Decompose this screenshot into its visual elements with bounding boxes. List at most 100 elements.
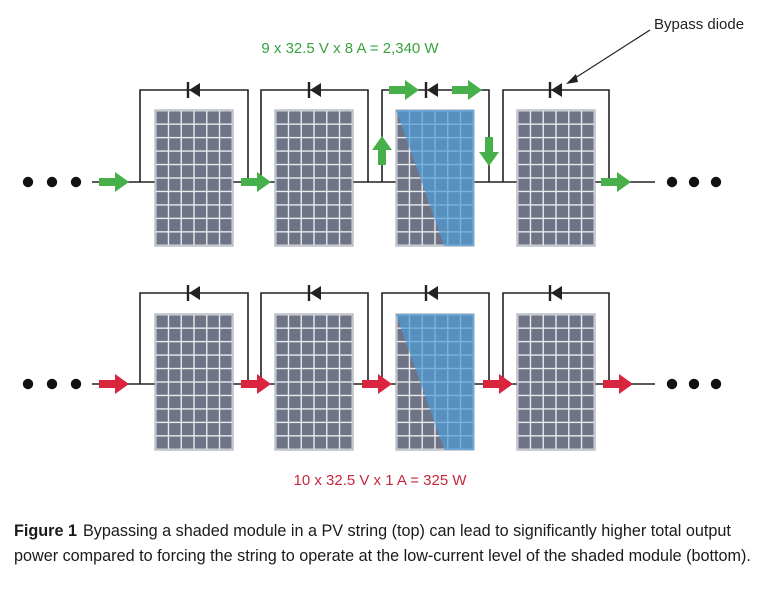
solar-cell [156,369,168,382]
solar-cell [276,232,288,245]
solar-cell [301,124,314,137]
solar-cell [194,151,207,164]
solar-cell [327,219,339,232]
solar-cell [531,178,543,191]
solar-cell [194,423,207,436]
solar-cell [422,232,435,245]
solar-cell [181,178,194,191]
solar-cell [314,219,327,232]
solar-cell [531,138,543,151]
solar-cell [531,111,543,124]
solar-cell [276,111,288,124]
solar-cell [301,436,314,449]
solar-cell [556,151,569,164]
solar-cell [569,205,581,218]
solar-cell [543,315,556,328]
solar-cell [194,355,207,368]
solar-cell [301,138,314,151]
solar-cell [397,151,409,164]
solar-cell [518,138,530,151]
solar-cell [531,205,543,218]
solar-cell [276,355,288,368]
module-frame [274,109,354,247]
solar-cell [340,219,352,232]
solar-cell [569,436,581,449]
solar-cell [276,219,288,232]
solar-cell [397,138,409,151]
solar-cell [556,342,569,355]
solar-cell [156,355,168,368]
solar-cell [582,232,594,245]
module-frame [516,313,596,451]
solar-cell [169,138,181,151]
solar-cell [220,111,232,124]
solar-cell [531,423,543,436]
solar-cell [220,219,232,232]
solar-cell [531,151,543,164]
solar-cell [327,342,339,355]
shading-overlay [396,110,474,246]
solar-cell [194,436,207,449]
solar-cell [340,436,352,449]
current-arrow [99,172,129,192]
solar-cell [314,355,327,368]
solar-cell [220,423,232,436]
solar-cell [397,355,409,368]
solar-cell [543,328,556,341]
diode-triangle [551,286,562,300]
solar-cell [340,396,352,409]
solar-cell [156,219,168,232]
solar-cell [397,369,409,382]
solar-cell [518,369,530,382]
solar-cell [543,396,556,409]
solar-cell [531,409,543,422]
solar-cell [556,219,569,232]
solar-cell [220,192,232,205]
solar-cell [194,328,207,341]
solar-cell [289,178,301,191]
solar-cell [543,111,556,124]
solar-cell [207,396,219,409]
solar-cell [220,138,232,151]
solar-cell [543,178,556,191]
solar-cell [543,205,556,218]
solar-cell [569,396,581,409]
solar-cell [181,219,194,232]
current-arrow [601,172,631,192]
solar-cell [276,328,288,341]
solar-cell [276,124,288,137]
solar-cell [397,409,409,422]
solar-cell [276,192,288,205]
solar-cell [569,165,581,178]
continuation-dot [688,176,700,188]
current-arrow [483,374,513,394]
solar-cell [397,165,409,178]
solar-cell [543,232,556,245]
solar-cell [518,205,530,218]
continuation-dot [46,176,58,188]
solar-cell [207,192,219,205]
diode-triangle [551,83,562,97]
continuation-dot [22,176,34,188]
solar-cell [156,192,168,205]
solar-cell [569,423,581,436]
solar-cell [556,423,569,436]
solar-cell [569,192,581,205]
solar-cell [207,328,219,341]
solar-cell [569,369,581,382]
solar-cell [289,124,301,137]
solar-cell [531,192,543,205]
solar-cell [220,342,232,355]
solar-cell [276,205,288,218]
solar-cell [289,205,301,218]
solar-cell [194,192,207,205]
solar-cell [582,178,594,191]
solar-cell [531,369,543,382]
bypass-current-arrow [389,80,419,100]
solar-cell [569,409,581,422]
solar-cell [194,219,207,232]
solar-cell [314,138,327,151]
solar-cell [169,328,181,341]
solar-cell [169,192,181,205]
